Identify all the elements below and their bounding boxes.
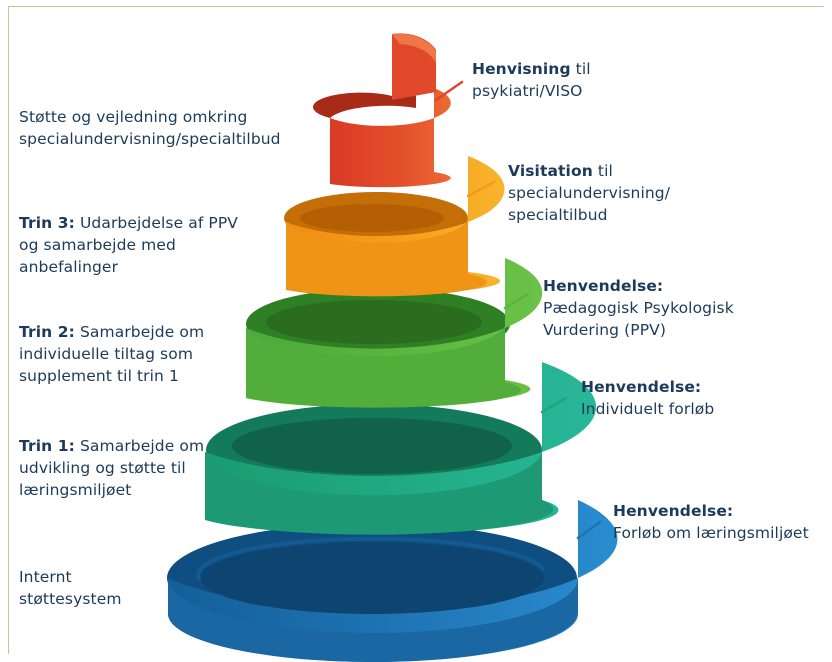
label-stoette: Støtte og vejledning omkring specialunde…	[19, 106, 281, 150]
label-trin1-line1: Samarbejde om	[74, 437, 205, 455]
label-individuelt-heading: Henvendelse:	[581, 378, 702, 396]
label-stoette-line1: Støtte og vejledning omkring	[19, 108, 248, 126]
ring-teal	[205, 362, 597, 535]
ring-red	[313, 33, 451, 188]
label-internt-line1: Internt	[19, 568, 72, 586]
label-trin3-line2: og samarbejde med	[19, 236, 176, 254]
label-henvisning-line1: til	[570, 60, 591, 78]
label-individuelt-line2: Individuelt forløb	[581, 400, 715, 418]
connector-laeringsmiljoe	[576, 520, 602, 540]
label-ppv-line3: Vurdering (PPV)	[543, 321, 667, 339]
label-individuelt: Henvendelse: Individuelt forløb	[581, 376, 714, 420]
label-trin1: Trin 1: Samarbejde om udvikling og støtt…	[19, 435, 204, 501]
label-internt: Internt støttesystem	[19, 566, 122, 610]
connector-individuelt	[540, 396, 568, 414]
label-trin2-line3: supplement til trin 1	[19, 367, 179, 385]
label-trin2-heading: Trin 2:	[19, 323, 75, 341]
ring-green	[246, 258, 543, 408]
label-ppv-line2: Pædagogisk Psykologisk	[543, 299, 734, 317]
label-internt-line2: støttesystem	[19, 590, 122, 608]
label-henvisning-line2: psykiatri/VISO	[472, 82, 583, 100]
label-visitation-line1: til	[592, 162, 613, 180]
ring-orange	[284, 156, 505, 297]
label-trin1-line2: udvikling og støtte til	[19, 459, 186, 477]
label-laeringsmiljoe-line2: Forløb om læringsmiljøet	[613, 524, 809, 542]
label-trin3-line3: anbefalinger	[19, 258, 119, 276]
label-trin2-line2: individuelle tiltag som	[19, 345, 194, 363]
label-trin1-heading: Trin 1:	[19, 437, 75, 455]
label-ppv-heading: Henvendelse:	[543, 277, 664, 295]
label-henvisning-heading: Henvisning	[472, 60, 571, 78]
label-stoette-line2: specialundervisning/specialtilbud	[19, 130, 281, 148]
label-trin1-line3: læringsmiljøet	[19, 481, 132, 499]
label-laeringsmiljoe: Henvendelse: Forløb om læringsmiljøet	[613, 500, 809, 544]
label-henvisning: Henvisning til psykiatri/VISO	[472, 58, 591, 102]
label-visitation: Visitation til specialundervisning/ spec…	[508, 160, 670, 226]
connector-henvisning	[434, 80, 464, 102]
connector-visitation	[466, 180, 496, 198]
label-trin2-line1: Samarbejde om	[74, 323, 205, 341]
label-visitation-line2: specialundervisning/	[508, 184, 671, 202]
label-trin3-line1: Udarbejdelse af PPV	[74, 214, 239, 232]
ring-blue	[167, 500, 618, 662]
label-visitation-line3: specialtilbud	[508, 206, 608, 224]
label-laeringsmiljoe-heading: Henvendelse:	[613, 502, 734, 520]
label-visitation-heading: Visitation	[508, 162, 593, 180]
connector-ppv	[503, 292, 530, 310]
label-trin3-heading: Trin 3:	[19, 214, 75, 232]
label-ppv: Henvendelse: Pædagogisk Psykologisk Vurd…	[543, 275, 734, 341]
connector-lines	[434, 80, 602, 540]
label-trin2: Trin 2: Samarbejde om individuelle tilta…	[19, 321, 204, 387]
frame-border	[8, 6, 824, 654]
label-trin3: Trin 3: Udarbejdelse af PPV og samarbejd…	[19, 212, 238, 278]
